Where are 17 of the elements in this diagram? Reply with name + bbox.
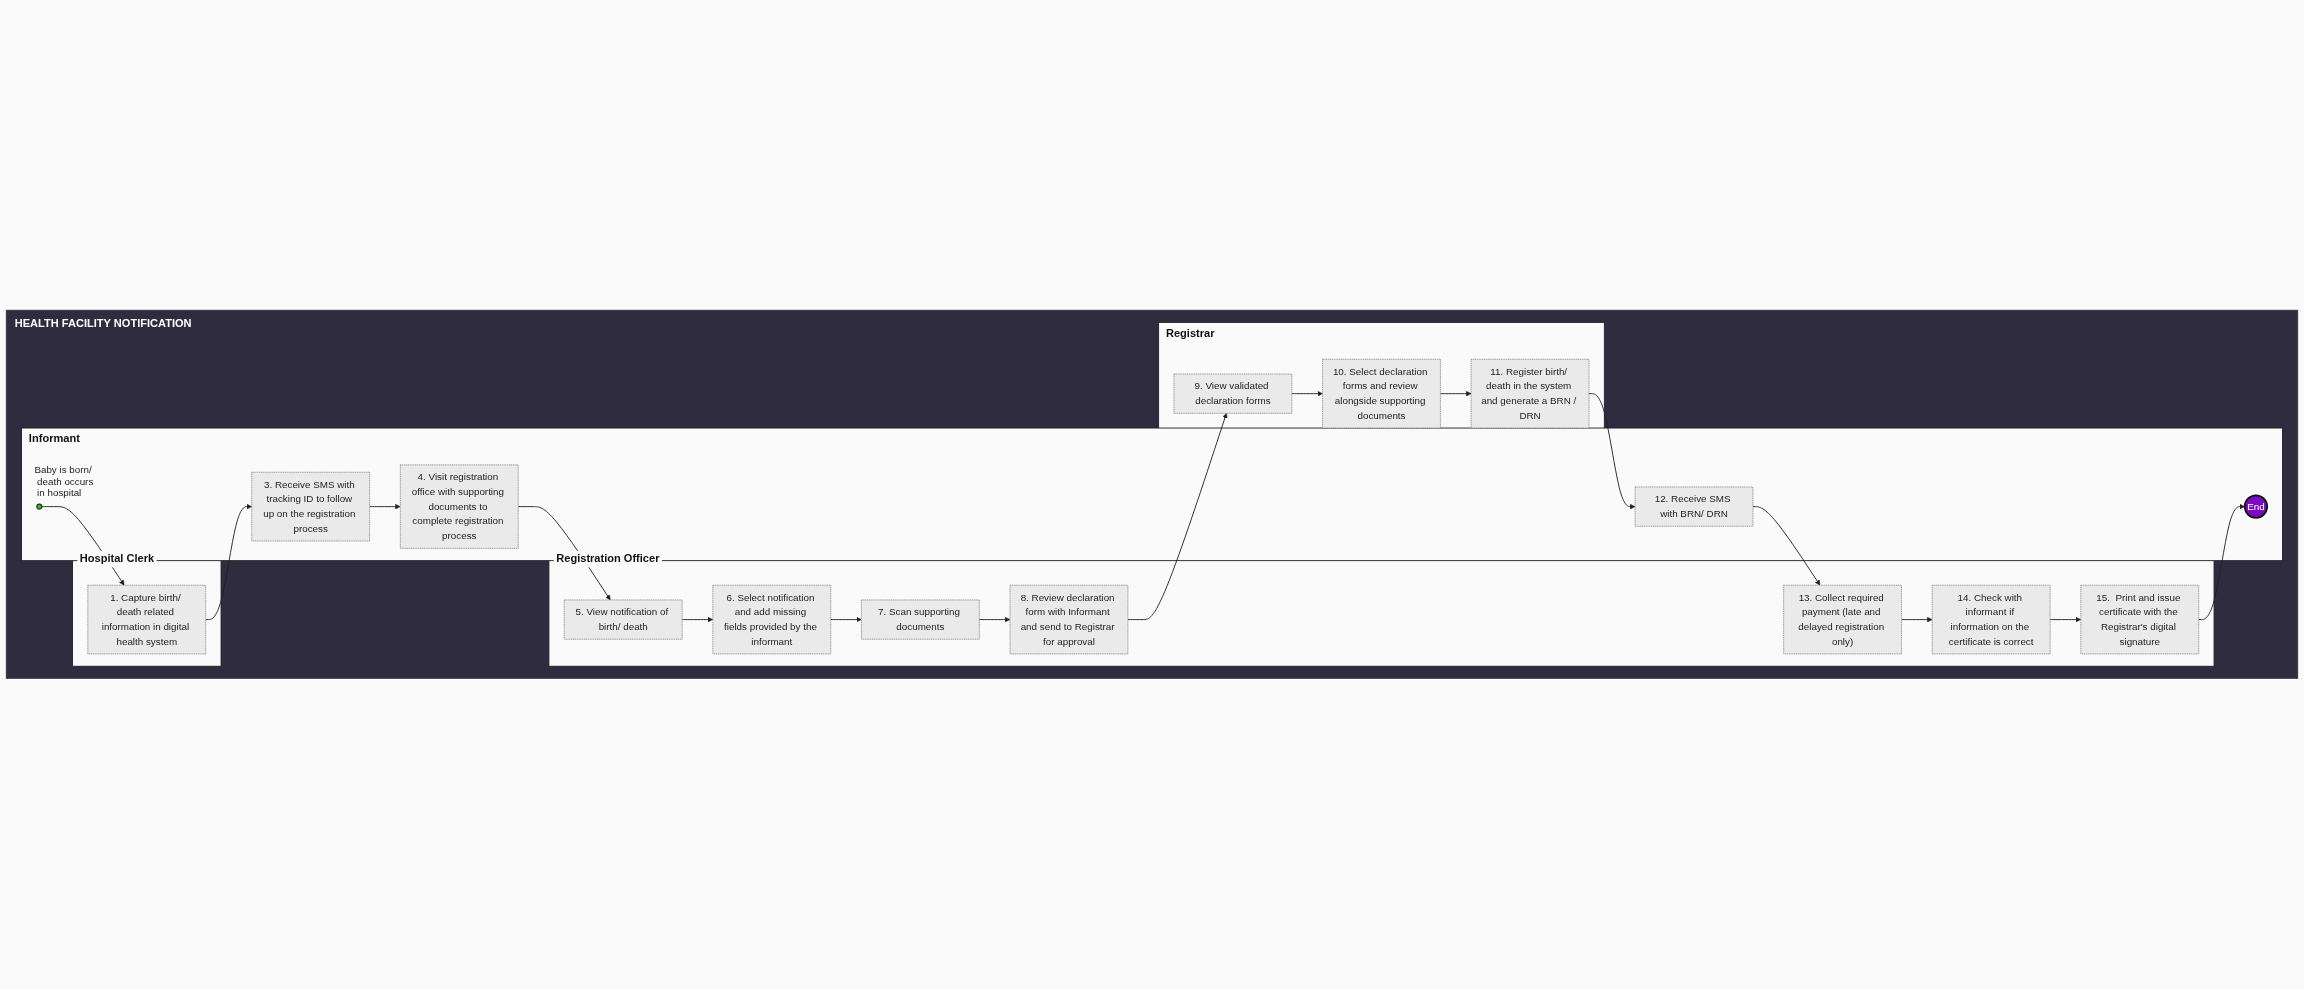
node-box: 10. Select declaration forms and review alongside supporting documents [1322,359,1441,429]
node-box: 6. Select notification and add missing fields provided by the informant [712,585,832,655]
node-box: 1. Capture birth/ death related information in digital health system [87,585,206,655]
node-circle: End [2243,494,2269,519]
node-box: 5. View notification of birth/ death [563,599,683,640]
node-box: 14. Check with informant if information on the certificate is correct [1931,585,2051,655]
node-box: 4. Visit registration office with supporting documents to complete registration process [400,464,519,549]
node-box: 12. Receive SMS with BRN/ DRN [1634,486,1754,527]
node-box: 7. Scan supporting documents [861,599,980,640]
node-box: 15. Print and issue certificate with the Registrar's digital signature [2080,585,2199,655]
node-box: 8. Review declaration form with Informant and send to Registrar for approval [1009,585,1129,655]
node-caption: Baby is born/ death occurs in hospital [34,464,94,498]
node-box: 3. Receive SMS with tracking ID to follow up on the registration process [251,472,370,542]
node-box: 11. Register birth/ death in the system and generate a BRN / DRN [1470,359,1590,429]
node-box: 13. Collect required payment (late and delayed registration only) [1783,585,1902,655]
node-box: 9. View validated declaration forms [1173,373,1293,414]
node-circle [36,503,43,510]
